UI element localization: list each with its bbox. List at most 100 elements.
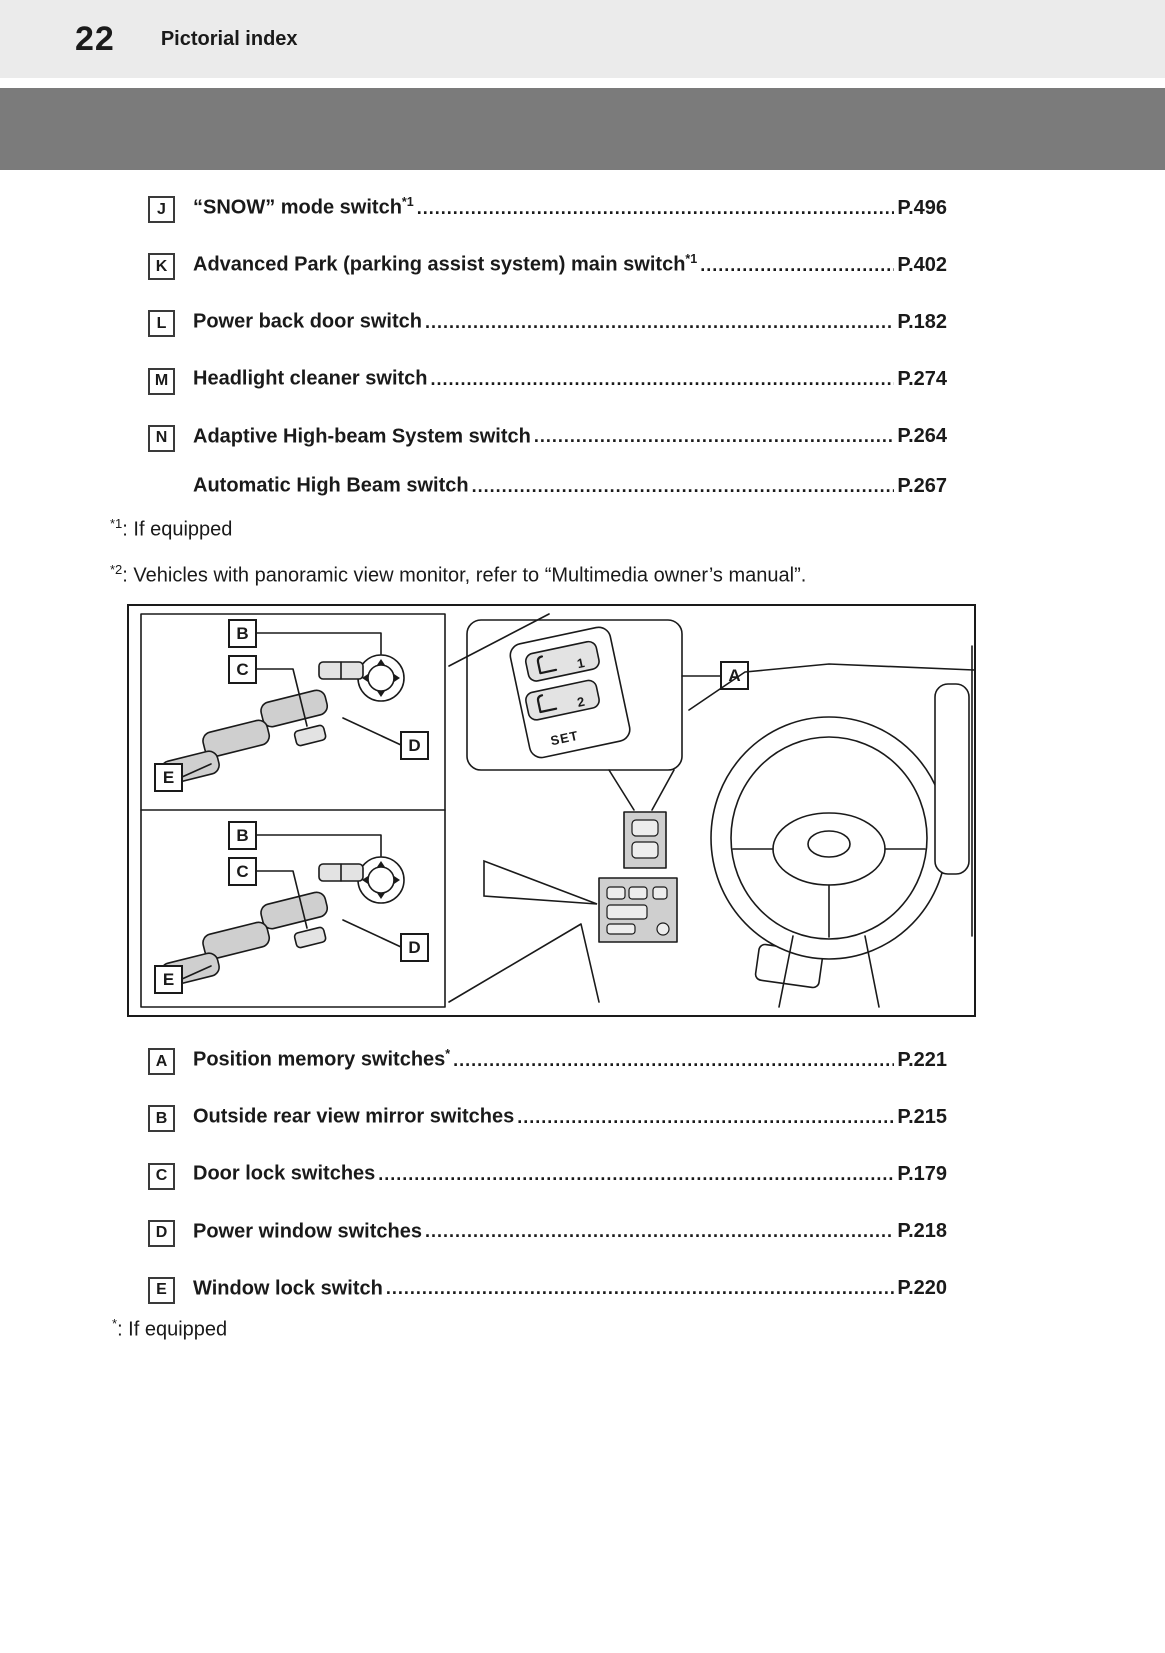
item-label: Position memory switches*	[193, 1047, 450, 1072]
index-row: M Headlight cleaner switch P.274	[148, 366, 947, 395]
item-letter-box: B	[148, 1105, 175, 1133]
footnote-text: : If equipped	[122, 518, 233, 541]
location-button	[652, 886, 668, 900]
page-title: Pictorial index	[160, 27, 298, 50]
dotted-leader	[453, 1050, 894, 1071]
dotted-leader	[378, 1164, 894, 1185]
item-label-text: Headlight cleaner switch	[193, 368, 428, 391]
memory-1-label: 1	[576, 655, 586, 671]
steering-column-line	[864, 935, 880, 1008]
index-list-top: J “SNOW” mode switch*1 P.496 K Advanced …	[148, 195, 947, 498]
seat-icon	[536, 694, 558, 714]
page-reference: P.221	[897, 1048, 947, 1071]
dotted-leader	[425, 1221, 894, 1242]
item-label-text: Advanced Park (parking assist system) ma…	[193, 253, 686, 276]
page-number: 22	[75, 19, 115, 58]
dotted-leader	[431, 369, 895, 390]
index-row: N Adaptive High-beam System switch P.264	[148, 424, 947, 452]
item-label: Advanced Park (parking assist system) ma…	[193, 252, 697, 277]
item-label-text: Window lock switch	[193, 1277, 383, 1300]
memory-location-button	[631, 841, 659, 859]
page-reference: P.215	[897, 1105, 947, 1128]
index-row: J “SNOW” mode switch*1 P.496	[148, 195, 947, 224]
footnote: *2: Vehicles with panoramic view monitor…	[110, 556, 1075, 590]
footnote-text: : Vehicles with panoramic view monitor, …	[122, 565, 807, 588]
item-label: Automatic High Beam switch	[193, 473, 469, 498]
dotted-leader	[417, 198, 895, 219]
page-reference: P.267	[897, 474, 947, 497]
steering-wheel-hub	[772, 812, 886, 886]
item-label: Adaptive High-beam System switch	[193, 424, 531, 449]
memory-location-button	[631, 819, 659, 837]
index-row: K Advanced Park (parking assist system) …	[148, 252, 947, 281]
item-label-text: Outside rear view mirror switches	[193, 1105, 515, 1128]
item-label-text: Adaptive High-beam System switch	[193, 425, 531, 448]
seat-icon	[536, 655, 558, 675]
page-reference: P.402	[897, 253, 947, 276]
door-sill-line	[448, 923, 600, 1003]
dashboard-line	[688, 663, 974, 711]
memory-switch-plate: 1 2 SET	[509, 626, 631, 759]
interior-illustration-svg: B C D E	[140, 613, 974, 1008]
footnote-marker: *	[112, 1315, 118, 1331]
item-letter-box: E	[148, 1276, 175, 1304]
item-label: Outside rear view mirror switches	[193, 1104, 514, 1129]
a-pillar-line	[448, 613, 550, 667]
memory-2-label: 2	[576, 694, 586, 710]
location-knob	[656, 922, 670, 936]
item-label-text: Position memory switches	[193, 1048, 446, 1071]
location-button	[606, 904, 648, 920]
index-row: A Position memory switches* P.221	[148, 1047, 947, 1076]
item-label: Door lock switches	[193, 1161, 375, 1186]
item-letter-box: N	[148, 424, 175, 452]
item-label-text: Power window switches	[193, 1220, 422, 1243]
item-label-text: “SNOW” mode switch	[193, 196, 402, 219]
index-row: E Window lock switch P.220	[148, 1276, 947, 1304]
memory-button-2	[525, 679, 600, 721]
dotted-leader	[386, 1278, 894, 1299]
index-row: C Door lock switches P.179	[148, 1161, 947, 1190]
pointer-line	[608, 769, 635, 811]
item-letter-box: C	[148, 1162, 175, 1190]
page-reference: P.182	[897, 310, 947, 333]
seat-back-outline	[934, 683, 970, 875]
steering-column-line	[778, 935, 794, 1008]
memory-button-1	[524, 640, 600, 682]
page-header: 22 Pictorial index	[0, 0, 1165, 78]
page-reference: P.274	[897, 368, 947, 391]
section-band	[0, 88, 1165, 170]
footnote-text: : If equipped	[117, 1318, 228, 1341]
item-label: Headlight cleaner switch	[193, 366, 428, 391]
interior-illustration: B C D E	[127, 604, 976, 1018]
item-label-text: Power back door switch	[193, 310, 422, 333]
page-reference: P.179	[897, 1163, 947, 1186]
footnote-ref: *1	[685, 252, 698, 267]
item-letter-box: L	[148, 310, 175, 338]
index-row-continuation: Automatic High Beam switch P.267	[148, 465, 947, 498]
item-letter-box: K	[148, 253, 175, 281]
footnote-ref: *1	[401, 195, 414, 209]
dotted-leader	[534, 426, 894, 447]
item-letter-box: M	[148, 367, 175, 395]
dotted-leader	[700, 255, 894, 276]
location-button	[606, 923, 636, 935]
dotted-leader	[425, 312, 894, 333]
footnote-marker: *1	[110, 515, 123, 531]
footnote-marker: *2	[110, 562, 123, 578]
location-button	[628, 886, 648, 900]
page-reference: P.220	[897, 1277, 947, 1300]
location-button	[606, 886, 626, 900]
arrow-icon	[483, 859, 598, 905]
set-button-label: SET	[549, 728, 580, 749]
footnote-bottom: *: If equipped	[112, 1316, 1165, 1342]
steering-wheel-inner-rim	[730, 736, 928, 940]
item-letter-box: A	[148, 1048, 175, 1076]
item-label: Window lock switch	[193, 1276, 383, 1301]
footnote-ref: *	[445, 1047, 451, 1062]
item-label: “SNOW” mode switch*1	[193, 195, 414, 220]
index-row: L Power back door switch P.182	[148, 309, 947, 338]
item-letter-box: J	[148, 196, 175, 224]
item-letter-box: D	[148, 1219, 175, 1247]
steering-wheel-badge	[807, 830, 851, 858]
page-reference: P.264	[897, 425, 947, 448]
